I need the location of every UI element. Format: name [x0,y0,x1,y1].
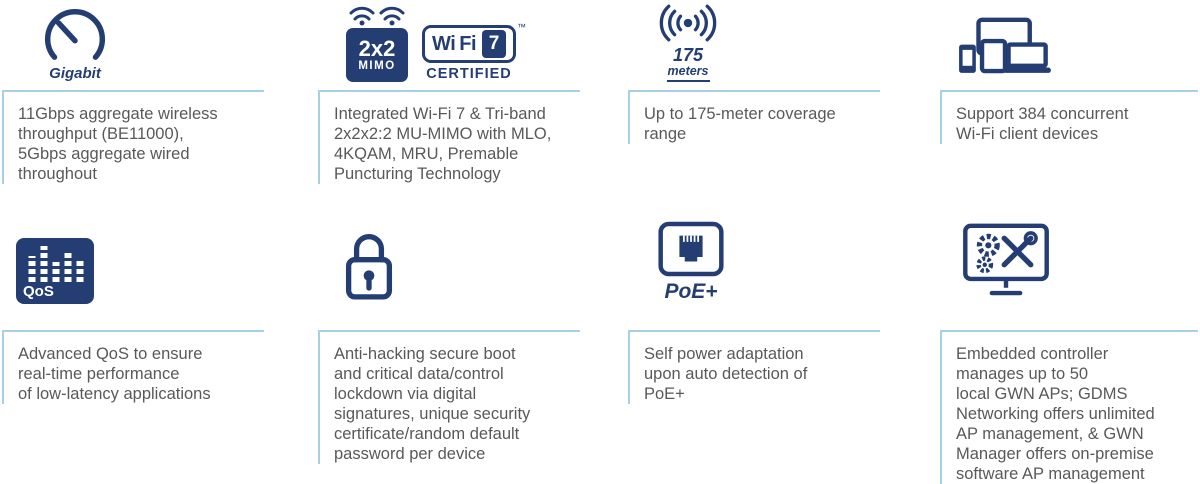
feature-description: Advanced QoS to ensure real-time perform… [2,332,264,404]
feature-description: Embedded controller manages up to 50 loc… [940,332,1198,484]
divider-line [628,330,880,332]
wifi7-number: 7 [482,30,507,58]
mimo-label: MIMO [358,59,396,72]
divider-line [940,330,1198,332]
feature-description: Integrated Wi-Fi 7 & Tri-band 2x2x2:2 MU… [318,92,580,184]
wifi-fi-label: Fi [459,32,477,55]
wifi7-logo-box: Wi Fi 7 ™ [422,22,526,63]
distance-value-label: 175 [672,45,704,65]
divider-line [318,330,580,332]
client-devices-icon [959,17,1051,74]
feature-security: Anti-hacking secure boot and critical da… [318,218,580,464]
feature-description: Anti-hacking secure boot and critical da… [318,332,580,464]
divider-line [2,330,264,332]
feature-management: Embedded controller manages up to 50 loc… [940,218,1198,484]
feature-wifi7: 2x2 MIMO Wi Fi 7 ™ CERTIFIED Integrated … [318,0,580,184]
wifi7-certified-badge: Wi Fi 7 ™ CERTIFIED [422,22,526,82]
feature-poe: PoE+ Self power adaptation upon auto det… [628,218,880,404]
management-monitor-icon [963,223,1049,296]
divider-line [2,90,264,92]
divider-line [940,90,1198,92]
feature-description: 11Gbps aggregate wireless throughput (BE… [2,92,264,184]
qos-label: QoS [23,283,54,300]
wifi-wi-label: Wi [432,32,456,55]
divider-line [318,90,580,92]
feature-qos: QoS Advanced QoS to ensure real-time per… [2,218,264,404]
mimo-2x2-label: 2x2 [358,35,396,61]
equalizer-bars-icon [28,246,84,282]
poe-label: PoE+ [664,280,718,303]
antenna-waves-icon [349,6,405,26]
signal-coverage-icon [659,4,717,42]
feature-description: Up to 175-meter coverage range [628,92,880,144]
certified-label: CERTIFIED [426,66,512,82]
mimo-badge: 2x2 MIMO [346,6,408,82]
mimo-box: 2x2 MIMO [346,28,408,82]
feature-clients: Support 384 concurrent Wi-Fi client devi… [940,0,1198,144]
distance-unit-label: meters [666,64,710,82]
feature-coverage: 175 meters Up to 175-meter coverage rang… [628,0,880,144]
feature-gigabit: Gigabit 11Gbps aggregate wireless throug… [2,0,264,184]
feature-description: Support 384 concurrent Wi-Fi client devi… [940,92,1198,144]
divider-line [628,90,880,92]
feature-description: Self power adaptation upon auto detectio… [628,332,880,404]
speedometer-icon [45,9,105,60]
qos-icon: QoS [16,238,94,304]
gigabit-label: Gigabit [49,65,101,82]
ethernet-port-icon [658,221,724,277]
trademark-symbol: ™ [517,22,527,32]
padlock-icon [345,234,393,300]
